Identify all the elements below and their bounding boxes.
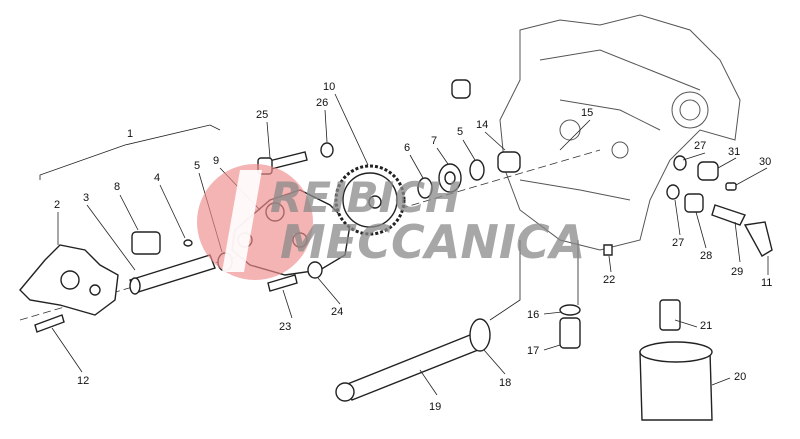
rotor <box>131 231 161 255</box>
callout-7: 7 <box>431 135 437 147</box>
oil-strainer <box>344 334 479 401</box>
callout-1: 1 <box>127 128 133 140</box>
callout-11: 11 <box>761 277 772 289</box>
callout-26: 26 <box>316 97 328 109</box>
callout-18: 18 <box>499 377 511 389</box>
callout-29: 29 <box>731 266 743 278</box>
callout-10: 10 <box>323 81 335 93</box>
callout-9: 9 <box>213 155 219 167</box>
callout-8: 8 <box>114 181 120 193</box>
callout-31: 31 <box>728 146 740 158</box>
pump-shaft <box>129 254 216 294</box>
callout-30: 30 <box>759 156 771 168</box>
callout-19: 19 <box>429 401 441 413</box>
callout-23: 23 <box>279 321 291 333</box>
callout-5a: 5 <box>194 160 200 172</box>
callout-5b: 5 <box>457 126 463 138</box>
callout-3: 3 <box>83 192 89 204</box>
callout-4: 4 <box>154 172 160 184</box>
callout-17: 17 <box>527 345 539 357</box>
watermark-line1: REIBICH <box>270 173 460 222</box>
callout-28: 28 <box>700 250 712 262</box>
part-callouts: 1 2 3 8 4 5 9 25 26 10 6 7 5 14 15 27 31… <box>54 81 772 413</box>
callout-24: 24 <box>331 306 343 318</box>
callout-12: 12 <box>77 375 89 387</box>
callout-25: 25 <box>256 109 268 121</box>
callout-20: 20 <box>734 371 746 383</box>
callout-2: 2 <box>54 199 60 211</box>
callout-16: 16 <box>527 309 539 321</box>
callout-6: 6 <box>404 142 410 154</box>
watermark-logo: REIBICH MECCANICA <box>197 164 585 280</box>
callout-27a: 27 <box>694 140 706 152</box>
callout-15: 15 <box>581 107 593 119</box>
callout-14: 14 <box>476 119 488 131</box>
callout-22: 22 <box>603 274 615 286</box>
callout-27b: 27 <box>672 237 684 249</box>
watermark-line2: MECCANICA <box>280 215 585 269</box>
callout-21: 21 <box>700 320 712 332</box>
